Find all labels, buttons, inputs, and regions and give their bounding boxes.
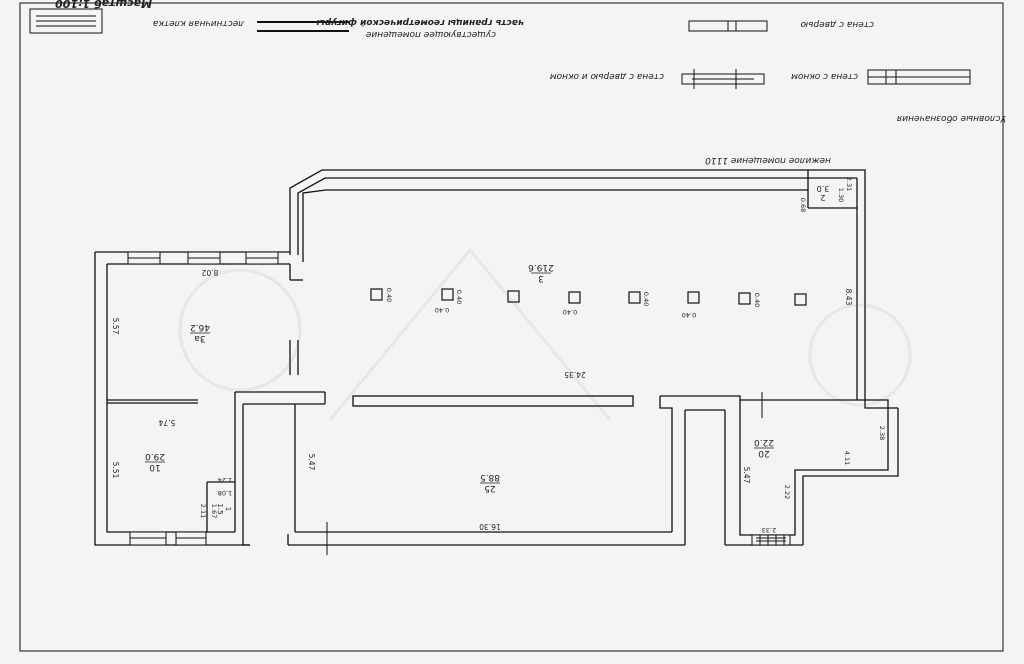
column	[370, 288, 383, 301]
room-area: 46.2	[190, 322, 210, 332]
dim-1-08: 1.08	[218, 489, 232, 497]
room-25-label: 25 88.5	[480, 472, 500, 493]
room-area: 22.0	[754, 437, 774, 447]
dim-5-47-left: 5.47	[307, 454, 316, 471]
legend-label-wall-door: стена с дверью	[800, 19, 874, 29]
legend-label-wall-door-window: стена с дверью и окном	[550, 71, 664, 81]
legend-symbol-wall-door-window	[681, 73, 765, 85]
note-below: нежилое помещение 1110	[705, 155, 831, 165]
room-1-label: 1 1.5	[216, 503, 232, 514]
room-area: 88.5	[480, 472, 500, 482]
dim-8-02: 8.02	[201, 268, 218, 277]
column	[507, 290, 520, 303]
room-number: 3	[538, 273, 544, 283]
dim-4-11: 4.11	[843, 451, 851, 465]
column-size-label: 0.40	[435, 306, 449, 314]
dim-1-67: 1.67	[210, 504, 218, 518]
dim-8-43: 8.43	[844, 289, 853, 306]
dim-5-57: 5.57	[111, 318, 120, 335]
legend-symbol-stairwell	[29, 8, 103, 34]
column	[628, 291, 641, 304]
room-10-label: 10 29.0	[145, 451, 165, 472]
room-area: 219.6	[528, 262, 554, 272]
legend-label-stairwell: лестничная клетка	[153, 18, 245, 28]
dim-0-68: 0.68	[799, 198, 807, 212]
room-3a-label: 3а 46.2	[190, 322, 210, 343]
legend-label-wall-window: стена с окном	[791, 71, 858, 81]
room-area: 3.0	[817, 184, 830, 193]
legend-title: Условные обозначения	[896, 113, 1006, 123]
plan-labels: нежилое помещение 1110 3 219.6 3а 46.2 1…	[111, 155, 886, 534]
legend-block: Масштаб 1:100 Условные обозначения лестн…	[29, 0, 1006, 123]
column-size-label: 0.40	[682, 311, 696, 319]
room-number: 2	[820, 193, 825, 202]
column	[441, 288, 454, 301]
dim-5-47-right: 5.47	[742, 467, 751, 484]
dim-2-38: 2.38	[878, 426, 886, 440]
dim-24-35: 24.35	[564, 370, 586, 379]
column	[794, 293, 807, 306]
scale-label: Масштаб 1:100	[55, 0, 152, 10]
column-size-label: 0.40	[563, 308, 577, 316]
dim-2-22: 2.22	[783, 485, 791, 499]
dim-2-11: 2.11	[199, 504, 207, 518]
column-size-label: 0.40	[753, 293, 761, 307]
room-area: 1.5	[216, 503, 224, 514]
room-2-label: 2 3.0	[817, 184, 830, 202]
room-number: 1	[224, 507, 232, 511]
columns	[370, 288, 807, 306]
dim-16-30: 16.30	[479, 522, 501, 531]
column	[687, 291, 700, 304]
dim-5-51: 5.51	[111, 462, 120, 479]
room-3-label: 3 219.6	[528, 262, 554, 283]
column-size-label: 0.40	[455, 290, 463, 304]
dim-2-33: 2.33	[762, 526, 776, 534]
windows	[127, 251, 791, 555]
room-number: 10	[149, 462, 161, 472]
dim-5-74: 5.74	[158, 418, 175, 427]
room-number: 3а	[194, 333, 205, 343]
sheet-border	[19, 2, 1004, 652]
room-area: 29.0	[145, 451, 165, 461]
legend-label-geometry-part: часть границы геометрической фигуры	[317, 17, 524, 27]
column	[738, 292, 751, 305]
watermark	[178, 247, 912, 421]
dim-1-30: 1.30	[837, 188, 845, 202]
room-number: 20	[758, 448, 770, 458]
column-size-label: 0.40	[642, 292, 650, 306]
room-20-label: 20 22.0	[754, 437, 774, 458]
legend-label-existing-room: существующее помещение	[365, 29, 496, 39]
dim-2-31: 2.31	[845, 177, 853, 191]
column-size-label: 0.40	[385, 288, 393, 302]
room-number: 25	[484, 483, 495, 493]
column	[568, 291, 581, 304]
dim-1-24: 1.24	[218, 476, 232, 484]
